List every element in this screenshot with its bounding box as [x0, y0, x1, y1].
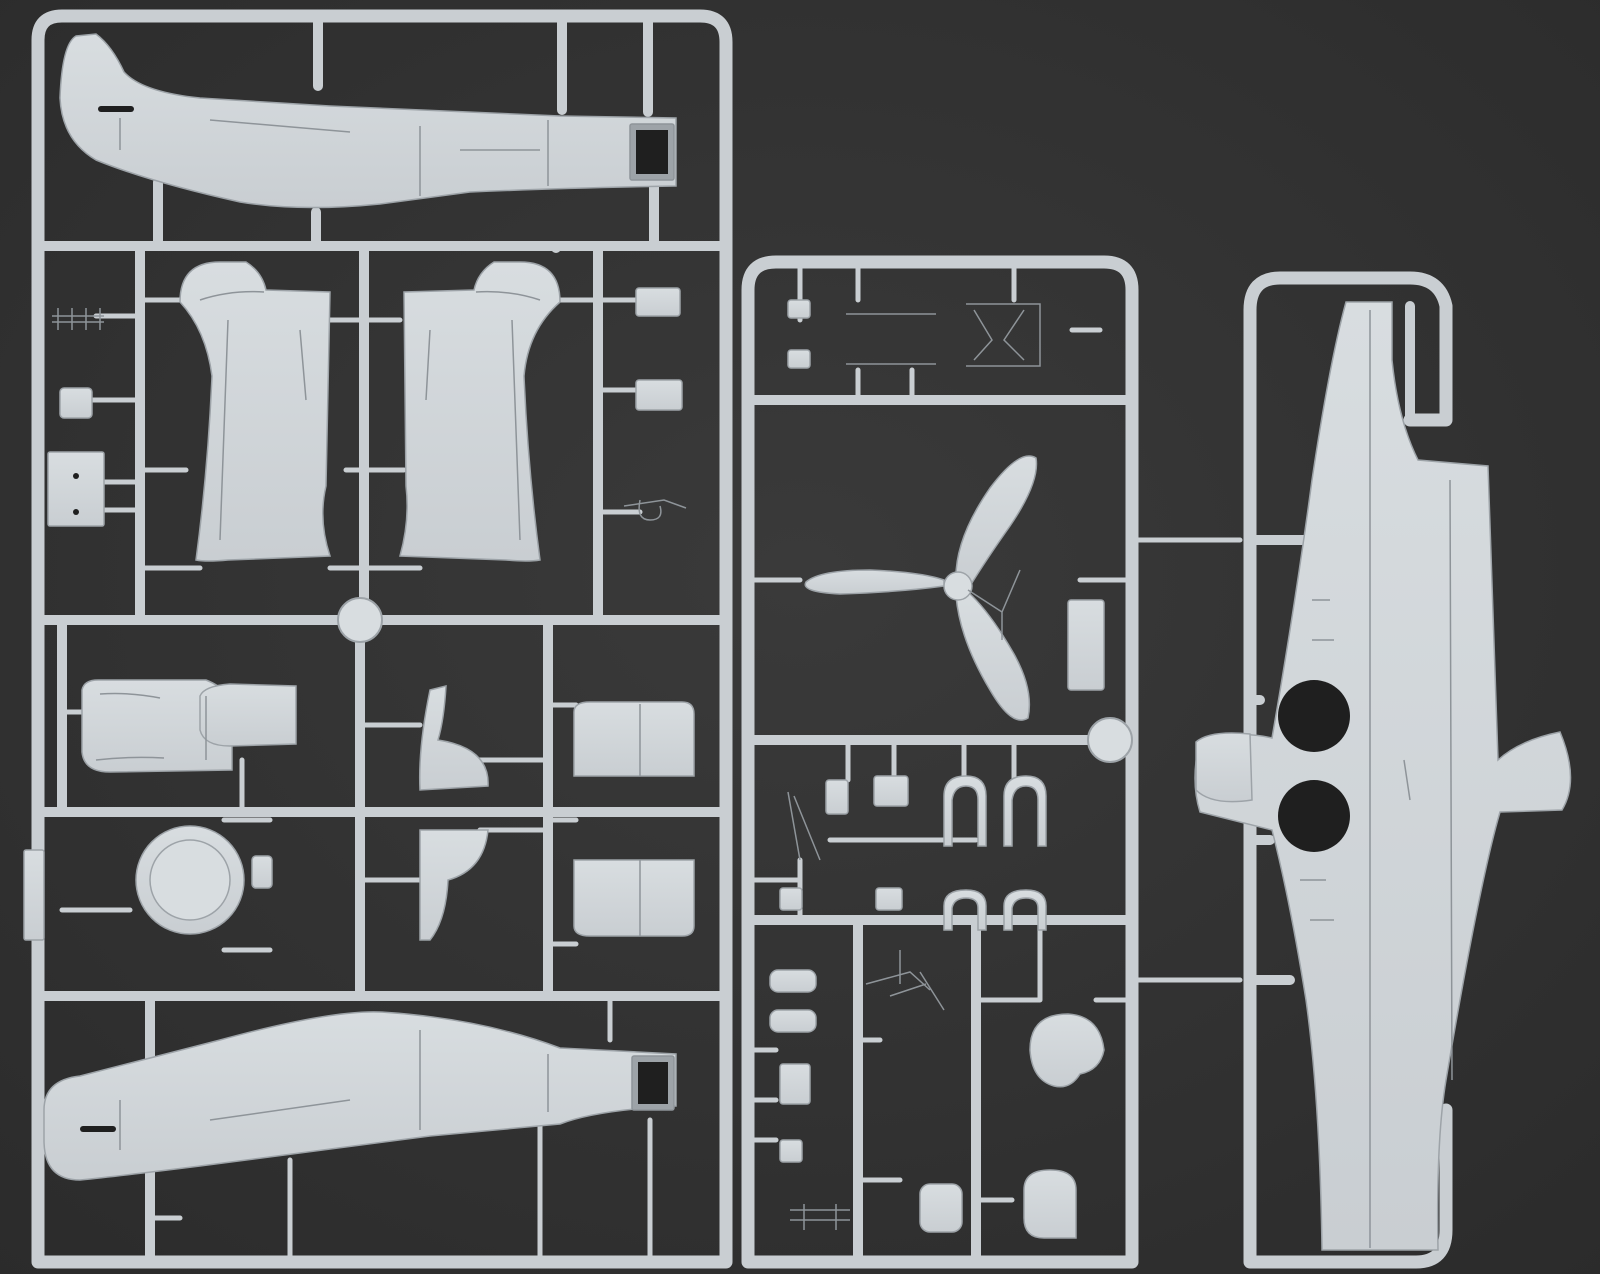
- small-ladder-part: [52, 308, 104, 330]
- sprue-right: [1194, 271, 1572, 1269]
- spinner-dome: [1029, 1013, 1105, 1088]
- small-fitting-part: [865, 950, 945, 1011]
- propeller-hub: [943, 571, 973, 601]
- small-scoop-part: [919, 1183, 963, 1233]
- engine-panel-lines: [95, 692, 207, 761]
- small-block-part: [875, 887, 903, 911]
- instrument-panel-part: [47, 451, 105, 527]
- small-block-part: [779, 887, 803, 911]
- small-bracket-part: [623, 499, 687, 521]
- small-block-part: [779, 1139, 803, 1163]
- small-block-part: [635, 379, 683, 411]
- sprue-middle-runner: [743, 395, 1137, 1267]
- cockpit-seat-frame: [943, 889, 987, 931]
- cockpit-seat-frame: [1003, 775, 1047, 847]
- wing-nose-stub: [1195, 732, 1253, 803]
- wing-panel-lines: [1300, 310, 1453, 1248]
- small-bracket-part: [251, 855, 273, 889]
- gear-door-part: [1067, 599, 1105, 691]
- control-surface-ribbed: [418, 685, 489, 791]
- sprue-right-frame: [1243, 271, 1453, 1269]
- landing-gear-strut: [846, 303, 1041, 367]
- control-surface-ribbed: [419, 829, 489, 941]
- small-panel-part: [779, 1063, 811, 1105]
- sprue-left-gates: [59, 297, 653, 1265]
- sprue-left: [23, 9, 733, 1269]
- propeller-blade: [955, 591, 1031, 721]
- instrument-dial: [73, 509, 79, 515]
- sprue-middle-gates: [745, 259, 1243, 1203]
- small-block-part: [825, 779, 849, 815]
- sprue-middle-frame: [741, 255, 1139, 1269]
- seat-cushion-part: [769, 1009, 817, 1033]
- small-block-part: [787, 299, 811, 319]
- cowling-panel-lines: [425, 290, 541, 541]
- fuselage-panel-lines: [119, 118, 549, 196]
- wheel-well: [1278, 780, 1350, 852]
- sprue-middle: [741, 255, 1243, 1269]
- sprue-left-hub: [337, 597, 383, 643]
- propeller-hub-spokes: [967, 569, 1021, 640]
- oil-cooler-housing: [573, 859, 695, 937]
- small-block-part: [873, 775, 909, 807]
- small-block-part: [787, 349, 811, 369]
- sprue-middle-hub: [1087, 717, 1133, 763]
- propeller-blade: [804, 569, 945, 595]
- small-rod-part: [787, 791, 821, 861]
- fuselage-exhaust-slot: [80, 1126, 116, 1132]
- fuselage-half-lower: [43, 1011, 677, 1181]
- sprue-left-frame: [31, 9, 733, 1269]
- cowling-panel-left: [179, 261, 332, 562]
- sprue-right-runner: [1245, 301, 1415, 985]
- seat-cushion-part: [769, 969, 817, 993]
- small-bracket-part: [790, 1204, 850, 1230]
- fuselage-exhaust-slot: [98, 106, 134, 112]
- fuselage-cockpit-opening: [638, 1062, 668, 1104]
- small-block-part: [59, 387, 93, 419]
- fuselage-half-upper: [59, 33, 677, 209]
- instrument-dial: [73, 473, 79, 479]
- engine-block-rear: [199, 683, 297, 747]
- wheel-well: [1278, 680, 1350, 752]
- cowling-panel-lines: [199, 290, 307, 541]
- cockpit-seat-frame: [943, 775, 987, 847]
- oil-cooler-housing: [573, 701, 695, 777]
- engine-cowl-ring-inner: [149, 839, 231, 921]
- small-rail-part: [23, 849, 45, 941]
- small-block-part: [635, 287, 681, 317]
- cockpit-seat-frame: [1003, 889, 1047, 931]
- wing-lower-single-piece: [1194, 301, 1572, 1251]
- fuselage-cockpit-opening: [636, 130, 668, 174]
- fuselage-panel-lines: [119, 1030, 549, 1150]
- cowling-panel-right: [399, 261, 561, 562]
- air-intake-part: [1023, 1169, 1077, 1239]
- propeller-blade: [955, 455, 1038, 587]
